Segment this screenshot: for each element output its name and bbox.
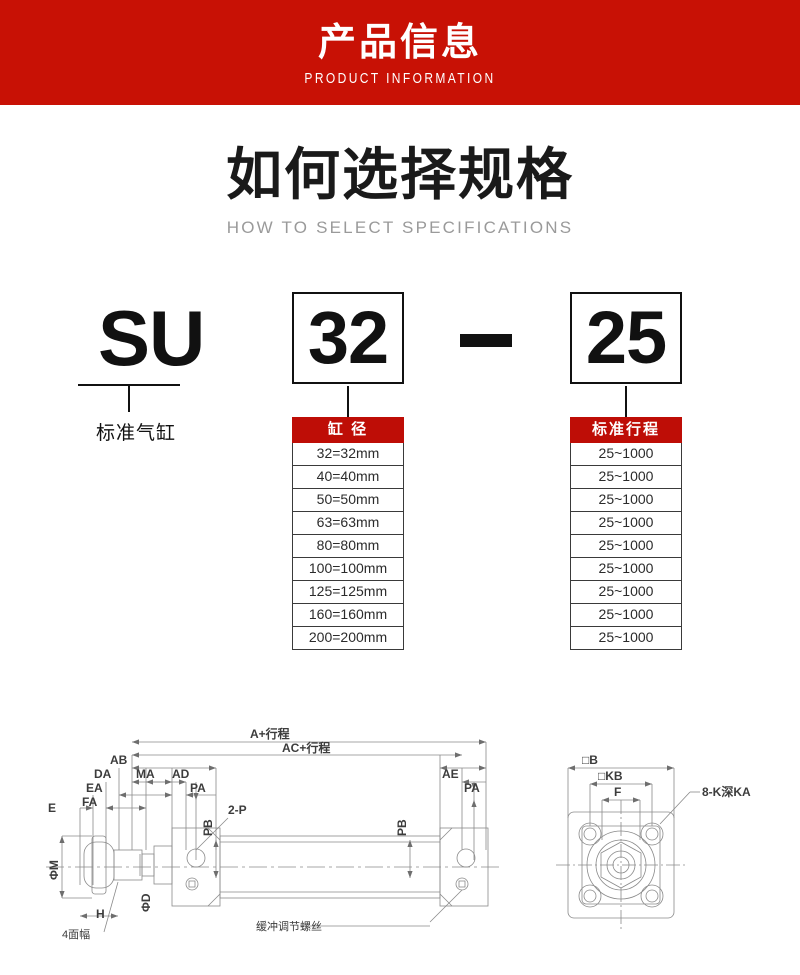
- stroke-cell: 25~1000: [570, 580, 682, 604]
- table-row: 80=80mm: [292, 534, 404, 558]
- page-banner: 产品信息 PRODUCT INFORMATION: [0, 0, 800, 105]
- standard-stroke-table: 标准行程 25~1000 25~1000 25~1000 25~1000 25~…: [570, 417, 682, 650]
- bore-table-header: 缸 径: [292, 417, 404, 443]
- bore-diameter-table: 缸 径 32=32mm 40=40mm 50=50mm 63=63mm 80=8…: [292, 417, 404, 650]
- bore-cell: 32=32mm: [292, 442, 404, 466]
- stroke-cell: 25~1000: [570, 534, 682, 558]
- label-ad: AD: [172, 767, 190, 781]
- technical-drawing: A+行程 AC+行程 AB DA MA AD EA PA FA E 2-P AE…: [0, 700, 800, 975]
- model-series-code: SU: [98, 294, 205, 382]
- label-f: F: [614, 785, 621, 799]
- table-row: 32=32mm: [292, 442, 404, 466]
- stroke-table-header: 标准行程: [570, 417, 682, 443]
- stroke-cell: 25~1000: [570, 488, 682, 512]
- stroke-cell: 25~1000: [570, 626, 682, 650]
- label-da: DA: [94, 767, 112, 781]
- connector-bore-vertical: [347, 386, 349, 417]
- model-bore-code: 32: [292, 292, 404, 384]
- model-separator-dash: [460, 334, 512, 347]
- table-row: 25~1000: [570, 488, 682, 512]
- bore-cell: 40=40mm: [292, 465, 404, 489]
- stroke-cell: 25~1000: [570, 603, 682, 627]
- label-four-face: 4面幅: [62, 928, 90, 941]
- model-series-label: 标准气缸: [96, 423, 177, 444]
- label-two-p: 2-P: [228, 803, 247, 817]
- label-ea: EA: [86, 781, 103, 795]
- table-row: 160=160mm: [292, 603, 404, 627]
- label-pb-right: PB: [395, 819, 409, 836]
- connector-stroke-vertical: [625, 386, 627, 417]
- label-cushion-screw: 缓冲调节螺丝: [256, 919, 322, 933]
- label-phi-d: ΦD: [139, 893, 153, 912]
- label-b-square-dim: □B: [582, 753, 598, 767]
- bore-cell: 80=80mm: [292, 534, 404, 558]
- bore-cell: 200=200mm: [292, 626, 404, 650]
- bore-cell: 100=100mm: [292, 557, 404, 581]
- model-stroke-code: 25: [570, 292, 682, 384]
- table-row: 25~1000: [570, 557, 682, 581]
- table-row: 125=125mm: [292, 580, 404, 604]
- model-code-row: SU 32 25: [0, 292, 800, 402]
- label-ma: MA: [136, 767, 155, 781]
- banner-title-cn: 产品信息: [317, 21, 482, 64]
- table-row: 100=100mm: [292, 557, 404, 581]
- label-fa: FA: [82, 795, 98, 809]
- stroke-cell: 25~1000: [570, 557, 682, 581]
- label-phi-m: ΦM: [47, 860, 61, 880]
- bore-table-body: 32=32mm 40=40mm 50=50mm 63=63mm 80=80mm …: [292, 442, 404, 650]
- table-row: 25~1000: [570, 511, 682, 535]
- table-row: 25~1000: [570, 580, 682, 604]
- bore-cell: 125=125mm: [292, 580, 404, 604]
- table-header-row: 缸 径: [292, 417, 404, 443]
- label-kb-square-dim: □KB: [598, 769, 623, 783]
- label-bolt-note: 8-K深KA: [702, 784, 751, 799]
- table-header-row: 标准行程: [570, 417, 682, 443]
- section-heading: 如何选择规格 HOW TO SELECT SPECIFICATIONS: [0, 140, 800, 238]
- label-pb-left: PB: [201, 819, 215, 836]
- label-ae: AE: [442, 767, 459, 781]
- stroke-cell: 25~1000: [570, 465, 682, 489]
- stroke-table-body: 25~1000 25~1000 25~1000 25~1000 25~1000 …: [570, 442, 682, 650]
- table-row: 25~1000: [570, 626, 682, 650]
- table-row: 25~1000: [570, 465, 682, 489]
- table-row: 40=40mm: [292, 465, 404, 489]
- bore-cell: 160=160mm: [292, 603, 404, 627]
- connector-su-vertical: [128, 384, 130, 412]
- label-e: E: [48, 801, 56, 815]
- label-pa-left: PA: [190, 781, 206, 795]
- stroke-cell: 25~1000: [570, 511, 682, 535]
- label-a-stroke: A+行程: [250, 726, 290, 741]
- label-ac-stroke: AC+行程: [282, 740, 330, 755]
- table-row: 200=200mm: [292, 626, 404, 650]
- table-row: 63=63mm: [292, 511, 404, 535]
- stroke-cell: 25~1000: [570, 442, 682, 466]
- table-row: 25~1000: [570, 534, 682, 558]
- section-title-en: HOW TO SELECT SPECIFICATIONS: [226, 218, 574, 237]
- section-title-cn: 如何选择规格: [226, 143, 574, 206]
- label-h: H: [96, 907, 105, 921]
- table-row: 25~1000: [570, 442, 682, 466]
- bore-cell: 63=63mm: [292, 511, 404, 535]
- bore-cell: 50=50mm: [292, 488, 404, 512]
- label-ab: AB: [110, 753, 128, 767]
- table-row: 25~1000: [570, 603, 682, 627]
- table-row: 50=50mm: [292, 488, 404, 512]
- banner-title-en: PRODUCT INFORMATION: [304, 68, 496, 87]
- label-pa-right: PA: [464, 781, 480, 795]
